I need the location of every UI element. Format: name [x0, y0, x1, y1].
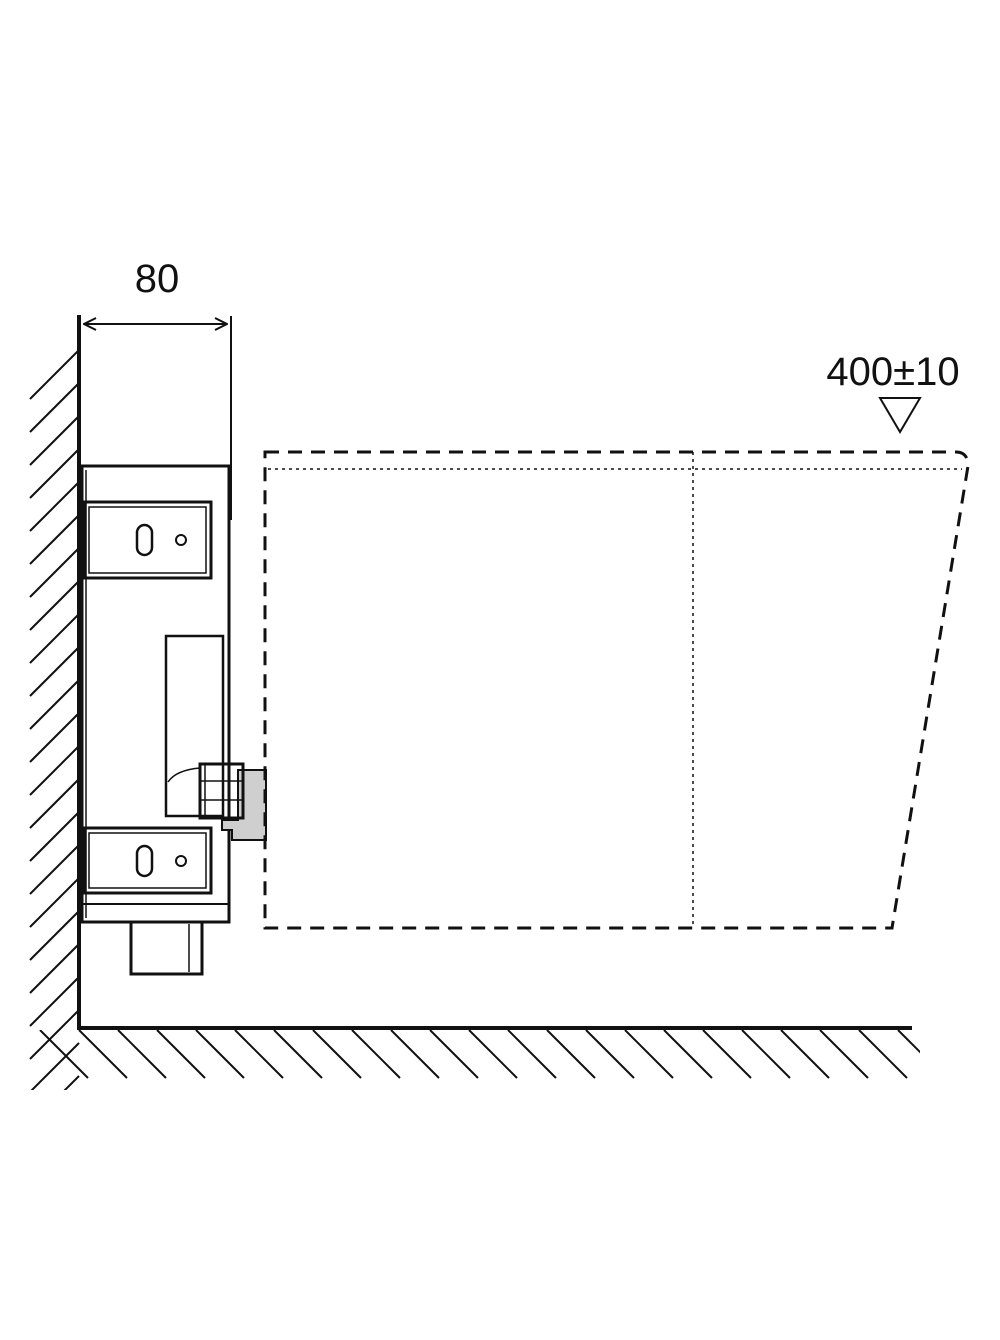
frame-depth-dimension: 80 — [84, 257, 232, 520]
toilet-bowl-outline — [263, 450, 970, 930]
hatch-line — [29, 613, 80, 664]
hatch-line — [30, 1042, 80, 1090]
hatch-line — [63, 1075, 80, 1090]
upper-bracket — [82, 500, 213, 580]
hatch-line — [937, 1030, 985, 1078]
hatch-line — [29, 415, 80, 466]
slot-hole-icon — [135, 844, 154, 878]
hatch-line — [195, 1030, 245, 1079]
cistern-curve — [167, 767, 201, 783]
hatch-line — [29, 778, 80, 829]
frame-depth-label: 80 — [135, 257, 180, 301]
hatch-line — [29, 514, 80, 565]
hatch-line — [117, 1030, 167, 1079]
lower-bracket — [82, 826, 213, 895]
frame-body — [80, 464, 231, 924]
connector-assembly — [198, 762, 267, 841]
toilet-outline — [263, 450, 970, 930]
hatch-line — [858, 1030, 908, 1079]
hatch-line — [29, 745, 80, 796]
hatch-line — [312, 1030, 362, 1079]
hatch-line — [29, 547, 80, 598]
hatch-line — [29, 811, 80, 862]
hatch-line — [29, 580, 80, 631]
round-hole-icon — [175, 534, 187, 546]
hatch-line — [29, 910, 80, 961]
bracket-outer — [82, 826, 213, 895]
hatch-line — [29, 877, 80, 928]
hatch-line — [29, 679, 80, 730]
level-triangle-icon — [878, 397, 922, 434]
hatch-line — [29, 976, 80, 1027]
hatch-line — [156, 1030, 206, 1079]
hatch-line — [468, 1030, 518, 1079]
frame-foot — [129, 920, 204, 976]
hatch-line — [351, 1030, 401, 1079]
hatch-line — [780, 1030, 830, 1079]
cistern-box — [164, 634, 225, 818]
hatch-line — [819, 1030, 869, 1079]
hatch-line — [29, 844, 80, 895]
hatch-line — [30, 1109, 79, 1158]
hatch-line — [507, 1030, 557, 1079]
cistern-outline — [164, 634, 225, 818]
hatch-line — [741, 1030, 791, 1079]
hatch-line — [29, 1009, 80, 1060]
hatch-line — [29, 448, 80, 499]
hatch-line — [624, 1030, 674, 1079]
hatch-line — [29, 712, 80, 763]
wall-hatching — [29, 349, 80, 1158]
hatch-line — [585, 1030, 635, 1079]
installation-frame — [80, 464, 267, 976]
hatch-line — [702, 1030, 752, 1079]
hatch-line — [273, 1030, 323, 1079]
hatch-line — [29, 646, 80, 697]
bracket-inner — [88, 506, 207, 574]
connector-nut — [198, 762, 245, 820]
hatch-line — [663, 1030, 713, 1079]
floor-hatching — [39, 1030, 985, 1079]
hatch-line — [39, 1030, 89, 1079]
slot-hole-icon — [135, 523, 154, 557]
round-hole-icon — [175, 855, 187, 867]
hatch-line — [29, 943, 80, 994]
seat-height-marker: 400±10 — [826, 350, 960, 434]
hatch-line — [29, 349, 80, 400]
hatch-line — [234, 1030, 284, 1079]
bracket-outer — [82, 500, 213, 580]
hatch-line — [897, 1030, 920, 1054]
hatch-line — [546, 1030, 596, 1079]
hatch-line — [429, 1030, 479, 1079]
hatch-line — [78, 1030, 128, 1079]
hatch-line — [29, 481, 80, 532]
seat-height-label: 400±10 — [826, 350, 959, 394]
bracket-inner — [88, 832, 207, 889]
hatch-line — [29, 382, 80, 433]
hatch-line — [390, 1030, 440, 1079]
